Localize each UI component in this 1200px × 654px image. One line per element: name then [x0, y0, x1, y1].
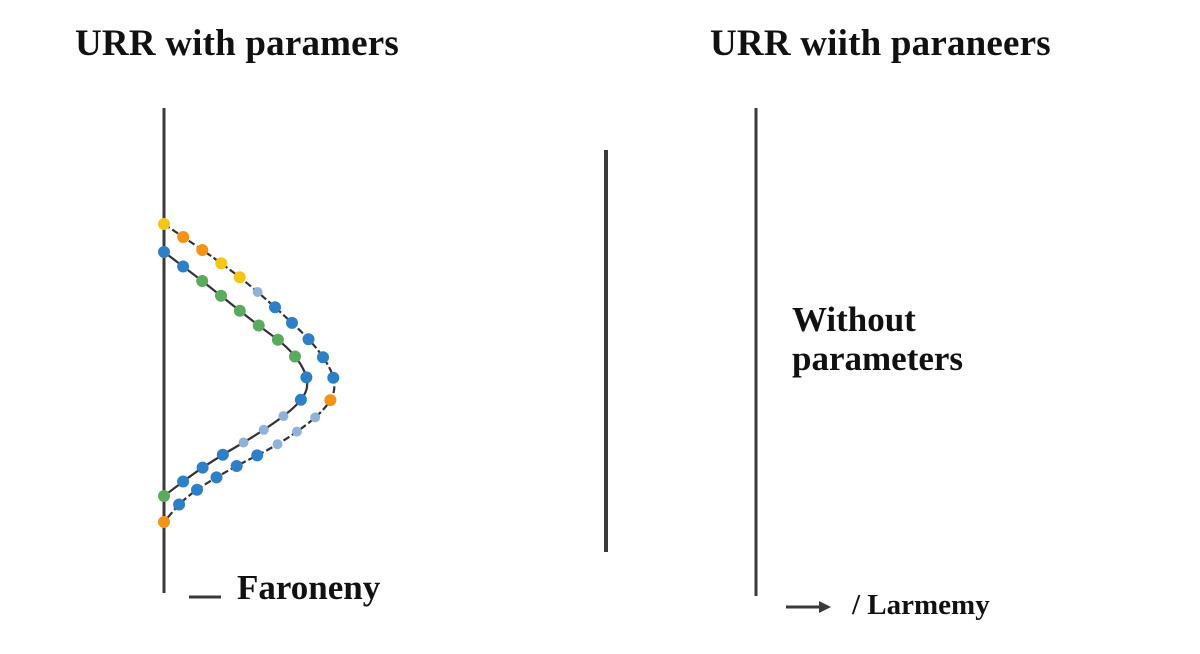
- inner-dotted-curve-dot: [177, 260, 190, 273]
- inner-dotted-curve-dot: [278, 411, 289, 422]
- dotted-curves: [158, 218, 340, 528]
- left-panel-title: URR with paramers: [75, 23, 400, 64]
- inner-dotted-curve-dot: [216, 448, 229, 461]
- arrow-right-icon: [786, 601, 831, 613]
- inner-dotted-curve-dot: [252, 319, 265, 332]
- left-legend-label: Faroneny: [237, 568, 381, 607]
- inner-dotted-curve-dot: [196, 461, 209, 474]
- without-parameters-note: Without parameters: [792, 300, 963, 378]
- outer-dotted-curve-dot: [230, 460, 243, 472]
- outer-dotted-curve-dot: [158, 516, 170, 528]
- outer-dotted-curve-dot: [269, 301, 281, 314]
- outer-dotted-curve-dot: [215, 257, 228, 270]
- inner-dotted-curve-dot: [289, 350, 301, 363]
- inner-dotted-curve-dot: [300, 371, 313, 384]
- outer-dotted-curve-dot: [252, 287, 263, 297]
- outer-dotted-curve-dot: [233, 271, 246, 284]
- outer-dotted-curve-dot: [251, 449, 264, 462]
- outer-dotted-curve-dot: [324, 394, 337, 407]
- outer-dotted-curve-dot: [286, 316, 298, 329]
- note-line-2: parameters: [792, 339, 964, 378]
- outer-dotted-curve-dot: [210, 471, 223, 484]
- inner-dotted-curve-dot: [158, 490, 170, 502]
- inner-dotted-curve-line: [163, 251, 309, 497]
- inner-dotted-curve-dot: [215, 289, 227, 302]
- right-legend-label: / Larmemy: [852, 589, 990, 621]
- outer-dotted-curve-dot: [173, 498, 186, 511]
- outer-dotted-curve-dot: [291, 426, 302, 437]
- outer-dotted-curve-dot: [177, 231, 190, 243]
- outer-dotted-curve-dot: [196, 244, 209, 256]
- outer-dotted-curve-dot: [158, 218, 170, 230]
- inner-dotted-curve-dot: [258, 424, 269, 435]
- inner-dotted-curve-dot: [233, 304, 246, 317]
- right-panel-title: URR wiith paraneers: [710, 23, 1051, 64]
- outer-dotted-curve-dot: [327, 371, 340, 384]
- inner-dotted-curve-dot: [196, 275, 209, 287]
- outer-dotted-curve-dot: [191, 483, 203, 496]
- inner-dotted-curve-dot: [294, 393, 307, 406]
- outer-dotted-curve-dot: [272, 439, 283, 450]
- inner-dotted-curve-dot: [271, 333, 284, 346]
- inner-dotted-curve-dot: [238, 437, 249, 448]
- inner-dotted-curve-dot: [177, 475, 190, 488]
- outer-dotted-curve-dot: [302, 333, 315, 346]
- note-line-1: Without: [792, 300, 916, 339]
- inner-dotted-curve-dot: [158, 246, 170, 258]
- outer-dotted-curve-dot: [317, 351, 329, 364]
- outer-dotted-curve-dot: [310, 412, 321, 423]
